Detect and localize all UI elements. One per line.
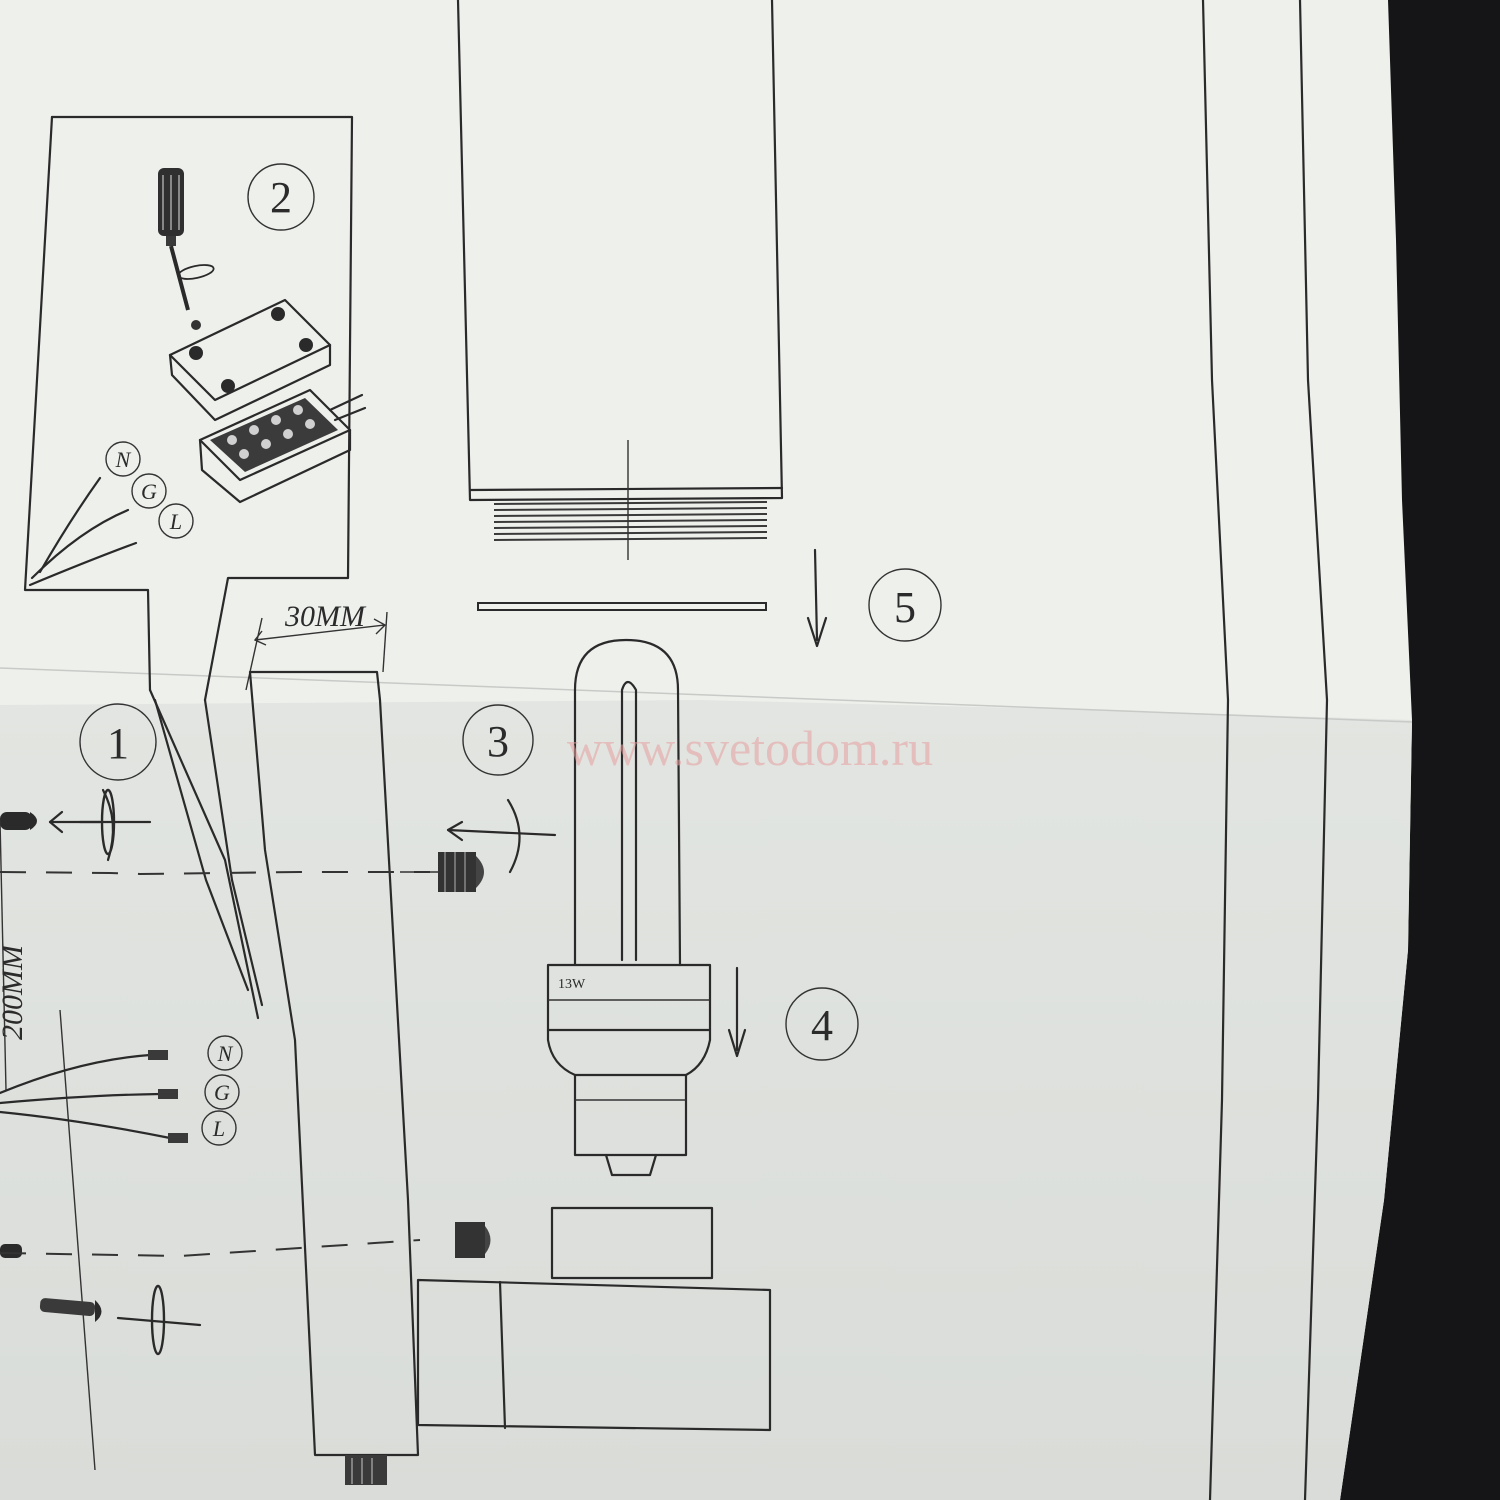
dashed-guide-bottom (0, 1239, 421, 1258)
anchor-plug-icon-top (78, 788, 152, 862)
anchor-plug-icon-bottom (39, 1284, 202, 1356)
junction-box-cover (168, 298, 332, 422)
watermark-text: www.svetodom.ru (567, 720, 933, 776)
svg-text:N: N (115, 447, 132, 472)
svg-text:30MM: 30MM (284, 600, 367, 633)
step-3-marker: 3 (462, 704, 534, 776)
cable-gland (345, 1455, 387, 1485)
lamp-shade (456, 0, 784, 560)
rotate-arrow-icon (446, 798, 557, 874)
screw-icon-bottom (0, 1244, 22, 1258)
svg-text:L: L (169, 509, 182, 534)
svg-text:L: L (212, 1116, 225, 1141)
svg-text:200MM: 200MM (0, 943, 29, 1040)
glass-disc (477, 602, 767, 611)
cfl-bulb: 13W (546, 638, 712, 1177)
lamp-base-housing (416, 1206, 772, 1432)
step-4-marker: 4 (785, 987, 859, 1061)
side-panel-line-2 (1298, 0, 1329, 1500)
svg-text:2: 2 (270, 173, 292, 222)
wire-label-g-top: G (131, 473, 167, 509)
svg-text:13W: 13W (558, 977, 586, 992)
wire-label-l-bottom: L (201, 1110, 237, 1146)
wire-label-n-top: N (105, 441, 141, 477)
screw-icon-top (0, 812, 37, 830)
svg-text:4: 4 (811, 1001, 833, 1050)
step-5-marker: 5 (868, 568, 942, 642)
knurled-nut-top (438, 852, 484, 892)
svg-text:G: G (141, 479, 157, 504)
wire-label-l-top: L (158, 503, 194, 539)
side-panel-line-1 (1201, 0, 1230, 1500)
down-arrow-icon-step4 (727, 966, 747, 1058)
step-2-panel: N G L 2 (23, 115, 367, 702)
knurled-nut-bottom (455, 1222, 491, 1258)
svg-text:1: 1 (107, 719, 129, 768)
svg-text:N: N (217, 1041, 234, 1066)
step-1-panel: 1 (0, 670, 420, 1471)
supply-wires (0, 1050, 188, 1143)
dimension-30mm: 30MM (245, 600, 388, 691)
step-2-marker: 2 (247, 163, 315, 231)
svg-text:3: 3 (487, 717, 509, 766)
dashed-guide-top (0, 871, 430, 876)
paper-fold-shadow (0, 700, 1412, 1500)
fold-line (0, 667, 1413, 723)
dimension-200mm: 200MM (0, 819, 29, 1091)
wire-label-n-bottom: N (207, 1035, 243, 1071)
step-1-marker: 1 (79, 703, 157, 781)
svg-text:5: 5 (894, 583, 916, 632)
svg-text:G: G (214, 1080, 230, 1105)
terminal-block (198, 388, 367, 504)
down-arrow-icon-step5 (806, 548, 828, 648)
screwdriver-icon (158, 168, 215, 330)
wire-label-g-bottom: G (204, 1074, 240, 1110)
